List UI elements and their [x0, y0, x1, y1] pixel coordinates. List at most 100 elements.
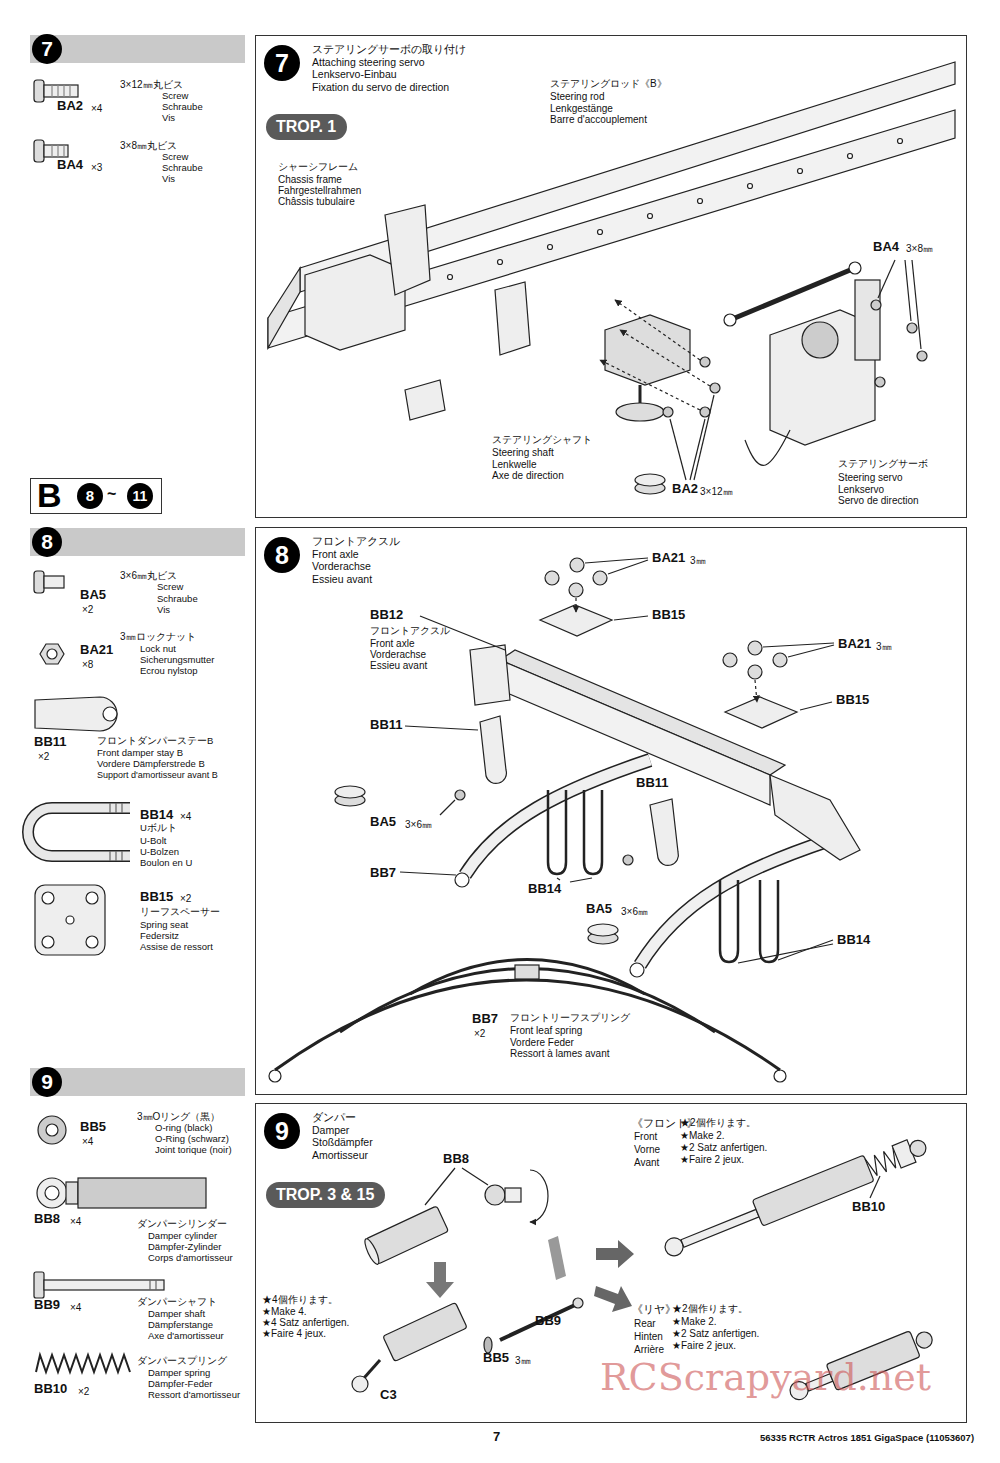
label-text: Avant: [634, 1157, 659, 1169]
label-text: Lenkservo: [838, 484, 884, 496]
step-title: Lenkservo-Einbau: [312, 68, 397, 80]
part-code: BB8: [34, 1212, 60, 1227]
label-text: Sicherungsmutter: [140, 655, 214, 666]
part-code: BA21: [838, 637, 871, 652]
label-text: Vis: [162, 113, 175, 124]
label-text: ×2: [38, 751, 49, 763]
trop-badge: TROP. 3 & 15: [266, 1182, 385, 1208]
label-text: ダンパーシャフト: [137, 1296, 217, 1308]
label-text: Fahrgestellrahmen: [278, 185, 361, 197]
trop-label: TROP. 3 & 15: [276, 1186, 374, 1204]
label-text: 3㎜: [690, 555, 706, 567]
part-code: BA2: [57, 99, 83, 114]
part-code: BB7: [370, 866, 396, 881]
trop-badge: TROP. 1: [266, 114, 347, 140]
label-text: 3×8㎜丸ビス: [120, 140, 177, 152]
label-text: 3×6㎜丸ビス: [120, 570, 177, 582]
label-text: Essieu avant: [370, 660, 427, 672]
label-text: Damper shaft: [148, 1309, 205, 1320]
label-text: 3㎜: [876, 641, 892, 653]
part-code: BB5: [80, 1120, 106, 1135]
part-code: BB14: [528, 882, 561, 897]
part-code: BA4: [57, 158, 83, 173]
part-code: BB12: [370, 608, 403, 623]
step-title: Fixation du servo de direction: [312, 81, 449, 93]
step-header-bar: 8: [30, 528, 245, 556]
step-title: ステアリングサーボの取り付け: [312, 43, 466, 56]
label-text: ★Faire 4 jeux.: [262, 1328, 326, 1340]
label-text: ×4: [70, 1302, 81, 1314]
label-text: Front leaf spring: [510, 1025, 582, 1037]
label-text: Rear: [634, 1318, 656, 1330]
label-text: Support d'amortisseur avant B: [97, 770, 218, 780]
label-text: Chassis frame: [278, 174, 342, 186]
label-text: ★Faire 2 jeux.: [680, 1154, 744, 1166]
label-text: Dämpfer-Feder: [148, 1379, 212, 1390]
step-range: ~: [107, 485, 116, 503]
label-text: Dämpfer-Zylinder: [148, 1242, 221, 1253]
label-text: U-Bolt: [140, 836, 166, 847]
label-text: Steering servo: [838, 472, 902, 484]
label-text: Front axle: [370, 638, 414, 650]
label-text: ステアリングロッド《B》: [550, 78, 667, 90]
label-text: 3×6㎜: [405, 819, 432, 831]
part-code: BB15: [836, 693, 869, 708]
label-text: Châssis tubulaire: [278, 196, 355, 208]
label-text: Screw: [162, 152, 188, 163]
label-text: ★2 Satz anfertigen.: [680, 1142, 767, 1154]
step-title: ダンパー: [312, 1111, 356, 1124]
section-letter: B: [37, 476, 62, 515]
step-range: 11: [127, 483, 153, 509]
label-text: U-Bolzen: [140, 847, 179, 858]
label-text: ステアリングシャフト: [492, 434, 592, 446]
label-text: ★Make 2.: [680, 1130, 725, 1142]
label-text: Axe d'amortisseur: [148, 1331, 224, 1342]
label-text: 3×12㎜: [700, 486, 733, 498]
label-text: ×4: [70, 1216, 81, 1228]
part-code: BB11: [636, 776, 669, 791]
step-number: 7: [32, 34, 62, 64]
step-title: フロントアクスル: [312, 535, 400, 548]
part-code: BB11: [34, 735, 67, 750]
label-text: Damper spring: [148, 1368, 210, 1379]
part-code: BB9: [34, 1298, 60, 1313]
label-text: Barre d'accouplement: [550, 114, 647, 126]
step-title: Attaching steering servo: [312, 56, 425, 68]
label-text: ★2個作ります。: [680, 1117, 756, 1129]
label-text: Ressort à lames avant: [510, 1048, 610, 1060]
label-text: ★Make 2.: [672, 1316, 717, 1328]
label-text: ステアリングサーボ: [838, 458, 928, 470]
part-code: BB14: [837, 933, 870, 948]
part-code: BB10: [852, 1200, 885, 1215]
label-text: Vorderachse: [370, 649, 426, 661]
part-code: BB10: [34, 1382, 67, 1397]
label-text: ★2 Satz anfertigen.: [672, 1328, 759, 1340]
label-text: ×2: [78, 1386, 89, 1398]
label-text: ×3: [91, 162, 102, 174]
label-text: O-Ring (schwarz): [155, 1134, 229, 1145]
label-text: ×8: [82, 659, 93, 671]
label-text: ×4: [82, 1136, 93, 1148]
part-code: BA5: [586, 902, 612, 917]
watermark: RCScrapyard.net: [600, 1356, 931, 1400]
label-text: Uボルト: [140, 823, 177, 834]
label-text: Front damper stay B: [97, 748, 183, 759]
step-title: Damper: [312, 1124, 349, 1136]
label-text: ★Faire 2 jeux.: [672, 1340, 736, 1352]
trop-label: TROP. 1: [276, 118, 336, 136]
label-text: 《リヤ》: [632, 1303, 676, 1316]
step-header-bar: 9: [30, 1068, 245, 1096]
step-title: Stoßdämpfer: [312, 1136, 373, 1148]
label-text: シャーシフレーム: [278, 161, 358, 173]
label-text: Dämpferstange: [148, 1320, 213, 1331]
step-number: 9: [264, 1113, 300, 1149]
label-text: Vis: [157, 605, 170, 616]
label-text: Assise de ressort: [140, 942, 213, 953]
label-text: Servo de direction: [838, 495, 919, 507]
part-code: BB8: [443, 1152, 469, 1167]
label-text: 3×6㎜: [621, 906, 648, 918]
part-code: BB15: [652, 608, 685, 623]
label-text: ★4個作ります。: [262, 1294, 338, 1306]
label-text: ×2: [82, 604, 93, 616]
label-text: Lock nut: [140, 644, 176, 655]
